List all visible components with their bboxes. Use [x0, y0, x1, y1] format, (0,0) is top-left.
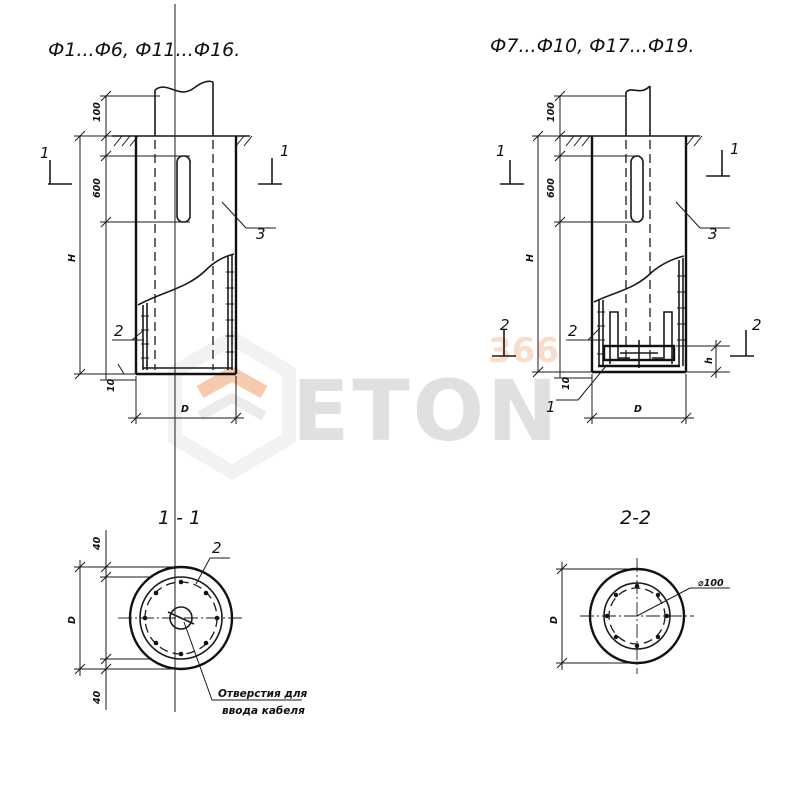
- dimension-d-right: [584, 374, 694, 424]
- section-2-2-title: 2-2: [620, 507, 651, 529]
- section-marker-2-left: 2: [492, 316, 516, 357]
- section-1-1-title: 1 - 1: [158, 507, 201, 529]
- dim-40-bottom: 40: [92, 690, 103, 705]
- dimension-d-left: [128, 376, 244, 424]
- svg-text:1: 1: [280, 142, 290, 160]
- callout-2-right: 2: [566, 322, 602, 341]
- callout-1-right: 1: [546, 365, 607, 416]
- anchor-bolt-right: [652, 311, 673, 364]
- section-1-1: 1 - 1: [67, 507, 308, 717]
- ground-hatch-left: [113, 135, 253, 147]
- watermark-small-text: 366: [488, 331, 559, 371]
- section-marker-1-left: 1: [40, 144, 72, 185]
- left-elevation: 1 1 100 600 H 10: [40, 80, 290, 424]
- dim-600-right: 600: [546, 178, 557, 198]
- callout-2-left: 2: [112, 322, 145, 341]
- svg-text:1: 1: [496, 142, 506, 160]
- section-1-cable-note: Отверстия для ввода кабеля: [183, 621, 308, 717]
- dim-hole-diameter: ⌀100: [698, 578, 724, 589]
- pole-break-line: [154, 80, 214, 93]
- ground-hatch-right: [565, 135, 703, 147]
- svg-text:2: 2: [212, 539, 222, 557]
- note-line-1: Отверстия для: [218, 688, 308, 700]
- svg-text:2: 2: [500, 316, 510, 334]
- svg-text:2: 2: [752, 316, 762, 334]
- dim-h-right: H: [525, 254, 536, 262]
- svg-text:1: 1: [40, 144, 50, 162]
- dim-100-left: 100: [92, 102, 103, 122]
- svg-text:2: 2: [114, 322, 124, 340]
- section-marker-1-right-left: 1: [496, 142, 524, 185]
- section-1-dimensions: [74, 530, 181, 710]
- title-right: Ф7...Ф10, Ф17...Ф19.: [490, 35, 694, 57]
- dim-600-left: 600: [92, 178, 103, 198]
- cable-slot-right: [630, 155, 644, 223]
- note-line-2: ввода кабеля: [222, 705, 305, 717]
- dimension-chain-right: [532, 90, 640, 379]
- dimension-chain-left: [74, 90, 190, 381]
- section-1-callout-2: 2: [195, 539, 230, 585]
- anchor-bolt-left: [609, 311, 630, 364]
- section-1-rebar-dots: [142, 579, 220, 657]
- dim-d-right: D: [634, 404, 642, 415]
- section-2-rebar-dots: [604, 583, 670, 649]
- section-break-curve-right: [593, 255, 685, 303]
- dim-10-left: 10: [106, 378, 117, 392]
- svg-text:1: 1: [730, 140, 740, 158]
- right-elevation: 1 1 2 2: [492, 85, 762, 424]
- dim-100-right: 100: [546, 102, 557, 122]
- section-marker-1-right-right: 1: [706, 140, 740, 177]
- callout-3-left: 3: [221, 201, 276, 243]
- dim-d-section-1: D: [67, 616, 78, 624]
- dim-10-right: 10: [561, 376, 572, 390]
- dim-d-section-2: D: [549, 616, 560, 624]
- svg-text:1: 1: [546, 398, 556, 416]
- section-2-dimension-d: [556, 562, 637, 670]
- watermark: ETON 366: [168, 330, 560, 480]
- section-2-2: 2-2 D ⌀100: [549, 507, 730, 674]
- watermark-text: ETON: [292, 362, 560, 460]
- section-break-curve: [137, 253, 235, 306]
- section-marker-2-right: 2: [730, 316, 762, 357]
- cable-slot: [176, 155, 191, 223]
- pole-right-break-line: [625, 85, 651, 93]
- svg-text:3: 3: [708, 225, 718, 243]
- dim-h-left: H: [67, 254, 78, 262]
- rebar-ticks-left: [141, 271, 234, 359]
- cable-hole-mark: [167, 611, 195, 625]
- dim-40-top: 40: [92, 536, 103, 551]
- dim-small-h: h: [704, 357, 715, 364]
- svg-text:3: 3: [256, 225, 266, 243]
- section-2-diameter-callout: ⌀100: [636, 578, 730, 617]
- section-marker-1-right: 1: [258, 142, 290, 185]
- svg-text:2: 2: [568, 322, 578, 340]
- callout-3-right: 3: [675, 201, 730, 243]
- dimension-small-h: [676, 340, 730, 378]
- dim-d-left: D: [181, 404, 189, 415]
- title-left: Ф1...Ф6, Ф11...Ф16.: [48, 39, 240, 61]
